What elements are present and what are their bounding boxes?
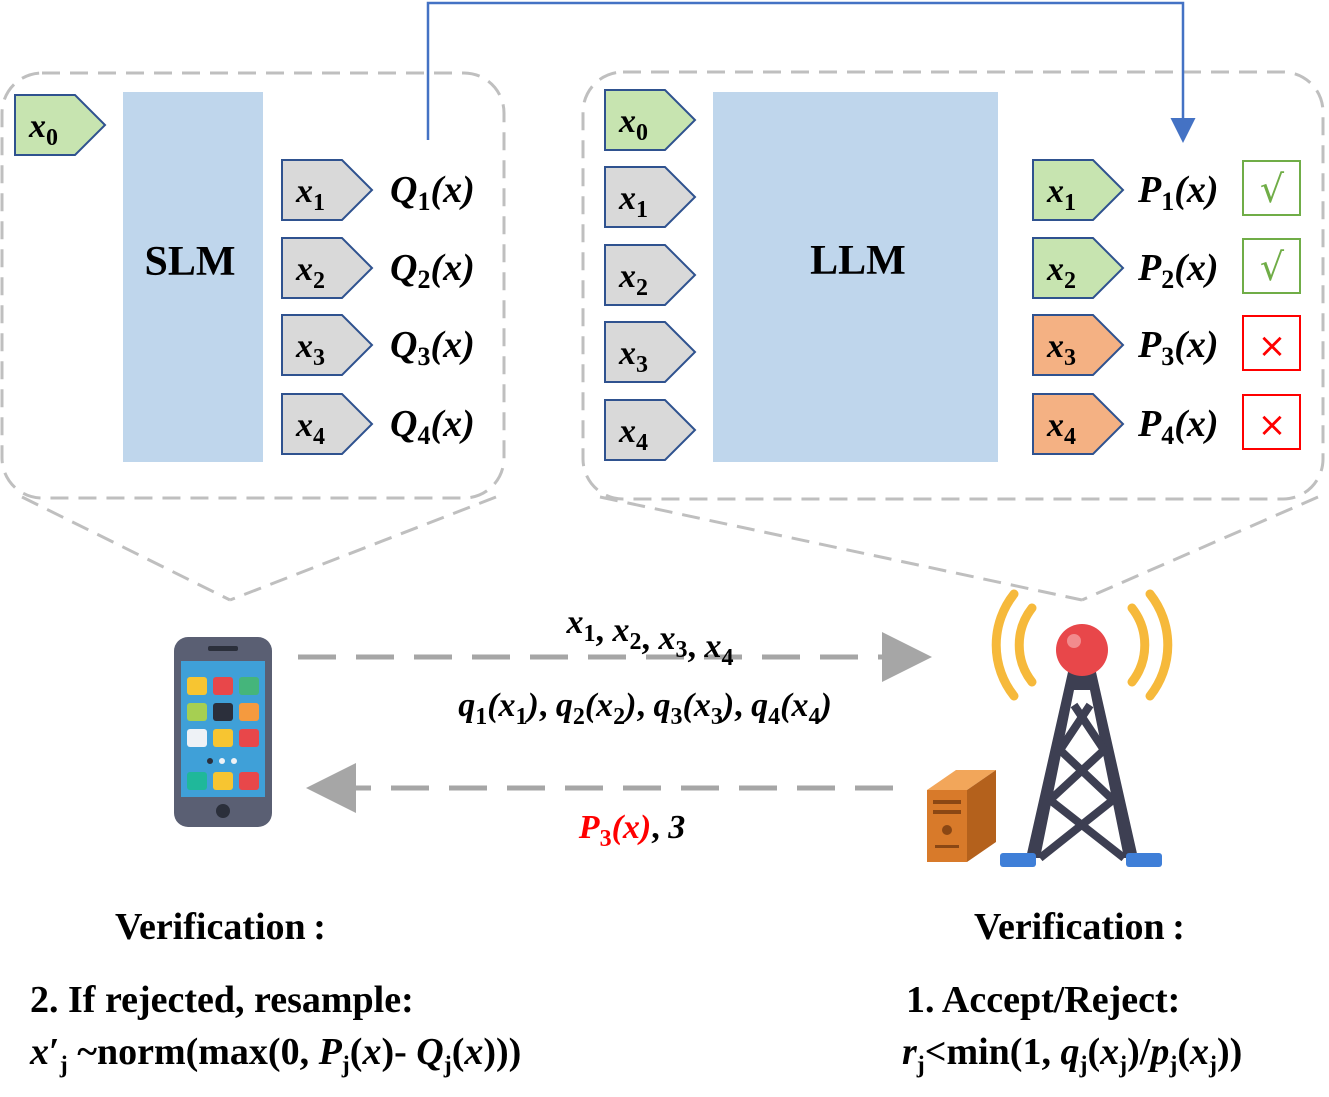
svg-text:x4: x4 [618, 413, 648, 456]
uplink-token-label: x1, x2, x3, x4 [566, 604, 734, 671]
llm-funnel-right [1081, 495, 1319, 602]
uplink-prob-label: q1(x1), q2(x2), q3(x3), q4(x4) [458, 687, 832, 730]
slm-token-group: x0 x1 Q1(x) x2 Q2(x) x3 Q3(x) x4 Q4(x) [14, 94, 475, 455]
slm-dist-label-q2: Q2(x) [390, 247, 475, 294]
svg-text:x3: x3 [1046, 328, 1076, 371]
svg-text:√: √ [1260, 245, 1285, 289]
server-icon [927, 770, 996, 862]
svg-text:x3: x3 [295, 328, 325, 371]
svg-text:×: × [1258, 405, 1287, 445]
llm-output-token-x2: x2 [1032, 237, 1125, 299]
svg-text:x3: x3 [618, 335, 648, 378]
slm-dist-label-q3: Q3(x) [390, 324, 475, 371]
svg-text:x1: x1 [618, 180, 648, 223]
svg-text:x2: x2 [295, 251, 325, 294]
llm-dist-label-p3: P3(x) [1137, 324, 1219, 371]
smartphone-icon [174, 637, 272, 827]
right-step-text: 1. Accept/Reject: [906, 979, 1181, 1021]
llm-funnel-left [599, 495, 1083, 602]
slm-panel [0, 71, 506, 500]
llm-input-token-x0: x0 [604, 89, 697, 151]
left-verification-heading: Verification : [115, 906, 326, 948]
llm-dist-label-p4: P4(x) [1137, 403, 1219, 450]
llm-model-label: LLM [810, 238, 906, 284]
slm-draft-token-x2: x2 [281, 237, 374, 299]
llm-dist-label-p2: P2(x) [1137, 247, 1219, 294]
reject-cross-icon: × [1242, 394, 1301, 450]
svg-text:x1: x1 [295, 173, 325, 216]
svg-text:x2: x2 [1046, 251, 1076, 294]
accept-check-icon: √ [1242, 160, 1301, 216]
llm-input-token-x1: x1 [604, 166, 697, 228]
llm-token-group: x0 x1 x2 x3 x4 x1 P1(x) √ x2 P2(x) √ x3 P3(x) × x4 P4(x… [604, 89, 1301, 461]
svg-text:x4: x4 [1046, 407, 1076, 450]
llm-output-token-x4: x4 [1032, 393, 1125, 455]
slm-dist-label-q1: Q1(x) [390, 169, 475, 216]
downlink-label: P3(x), 3 [578, 809, 685, 852]
draft-to-verify-arrow [426, 1, 1196, 143]
llm-panel [581, 70, 1325, 501]
left-step-text: 2. If rejected, resample: [30, 979, 414, 1021]
right-verification-heading: Verification : [974, 906, 1185, 948]
slm-input-token-x0: x0 [14, 94, 107, 156]
llm-input-token-x3: x3 [604, 321, 697, 383]
right-formula: rj<min(1, qj(xj)/pj(xj)) [902, 1031, 1243, 1079]
svg-text:x0: x0 [28, 108, 58, 151]
slm-model-box [123, 92, 263, 462]
slm-funnel-right [229, 495, 497, 602]
svg-text:√: √ [1260, 167, 1285, 211]
slm-draft-token-x3: x3 [281, 314, 374, 376]
slm-dist-label-q4: Q4(x) [390, 403, 475, 450]
svg-text:x2: x2 [618, 258, 648, 301]
left-formula: x′j ~norm(max(0, Pj(x)- Qj(x))) [30, 1031, 522, 1079]
llm-output-token-x3: x3 [1032, 314, 1125, 376]
reject-cross-icon: × [1242, 315, 1301, 371]
svg-text:x4: x4 [295, 407, 325, 450]
svg-text:x1: x1 [1046, 173, 1076, 216]
llm-output-token-x1: x1 [1032, 159, 1125, 221]
llm-input-token-x4: x4 [604, 399, 697, 461]
llm-model-box [713, 92, 998, 462]
slm-model-label: SLM [144, 239, 235, 285]
llm-dist-label-p1: P1(x) [1137, 169, 1219, 216]
svg-text:×: × [1258, 326, 1287, 366]
llm-input-token-x2: x2 [604, 244, 697, 306]
svg-text:x0: x0 [618, 103, 648, 146]
slm-draft-token-x1: x1 [281, 159, 374, 221]
accept-check-icon: √ [1242, 238, 1301, 294]
slm-funnel-left [21, 495, 231, 602]
slm-draft-token-x4: x4 [281, 393, 374, 455]
cell-tower-icon [991, 589, 1173, 867]
